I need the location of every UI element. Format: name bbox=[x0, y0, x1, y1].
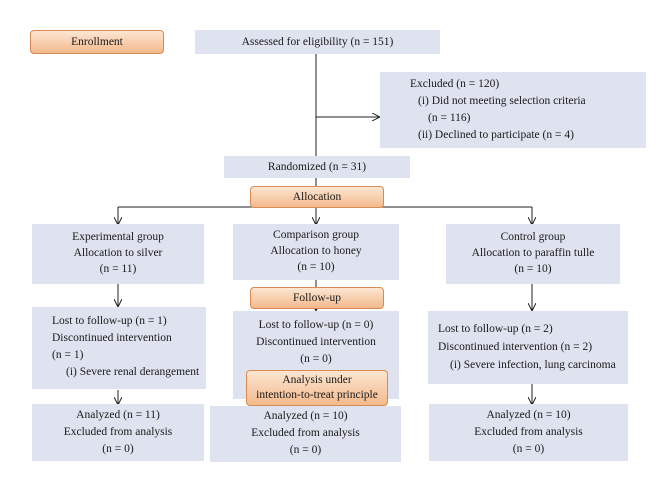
control-discontinued: Discontinued intervention (n = 2) bbox=[438, 341, 593, 353]
analysis-stage-label: Analysis under intention-to-treat princi… bbox=[246, 370, 388, 406]
analysis-text-line-1: Analysis under bbox=[282, 374, 352, 386]
followup-text: Follow-up bbox=[293, 292, 341, 304]
comparison-analyzed: Analyzed (n = 10) bbox=[263, 410, 348, 422]
control-followup-box: Lost to follow-up (n = 2) Discontinued i… bbox=[428, 311, 628, 384]
randomized-text: Randomized (n = 31) bbox=[267, 161, 367, 173]
control-reason: (i) Severe infection, lung carcinoma bbox=[450, 359, 616, 371]
control-excluded-analysis: Excluded from analysis bbox=[474, 426, 583, 438]
comparison-group-box: Comparison group Allocation to honey (n … bbox=[233, 224, 399, 280]
excluded-box: Excluded (n = 120) (i) Did not meeting s… bbox=[380, 72, 646, 148]
experimental-excluded-analysis: Excluded from analysis bbox=[63, 426, 173, 438]
comparison-discontinued: Discontinued intervention bbox=[256, 336, 376, 348]
assessed-text: Assessed for eligibility (n = 151) bbox=[241, 36, 394, 48]
allocation-text: Allocation bbox=[292, 191, 342, 203]
comparison-group-allocation: Allocation to honey bbox=[270, 245, 362, 257]
control-group-allocation: Allocation to paraffin tulle bbox=[471, 247, 595, 259]
control-analyzed: Analyzed (n = 10) bbox=[486, 409, 571, 421]
comparison-group-n: (n = 10) bbox=[297, 261, 335, 273]
comparison-group-title: Comparison group bbox=[273, 229, 359, 241]
experimental-group-allocation: Allocation to silver bbox=[73, 247, 163, 259]
experimental-discontinued-n: (n = 1) bbox=[52, 349, 84, 361]
enrollment-text: Enrollment bbox=[71, 36, 123, 48]
randomized-box: Randomized (n = 31) bbox=[224, 156, 410, 178]
control-group-box: Control group Allocation to paraffin tul… bbox=[446, 224, 620, 284]
excluded-line-1: Excluded (n = 120) bbox=[410, 78, 500, 90]
excluded-line-4: (ii) Declined to participate (n = 4) bbox=[418, 129, 574, 141]
enrollment-stage-label: Enrollment bbox=[30, 30, 164, 54]
experimental-reason: (i) Severe renal derangement bbox=[66, 366, 200, 378]
experimental-group-title: Experimental group bbox=[72, 231, 164, 243]
experimental-excluded-n: (n = 0) bbox=[102, 443, 134, 455]
experimental-analyzed-box: Analyzed (n = 11) Excluded from analysis… bbox=[32, 404, 204, 461]
control-excluded-n: (n = 0) bbox=[512, 443, 545, 455]
experimental-followup-box: Lost to follow-up (n = 1) Discontinued i… bbox=[32, 307, 206, 389]
comparison-analyzed-box: Analyzed (n = 10) Excluded from analysis… bbox=[210, 406, 401, 462]
allocation-stage-label: Allocation bbox=[250, 186, 384, 208]
control-analyzed-box: Analyzed (n = 10) Excluded from analysis… bbox=[429, 404, 628, 461]
excluded-line-3: (n = 116) bbox=[428, 112, 471, 124]
experimental-analyzed: Analyzed (n = 11) bbox=[76, 409, 160, 421]
experimental-discontinued: Discontinued intervention bbox=[52, 332, 172, 344]
assessed-box: Assessed for eligibility (n = 151) bbox=[195, 30, 440, 54]
excluded-line-2: (i) Did not meeting selection criteria bbox=[418, 95, 586, 107]
experimental-group-n: (n = 11) bbox=[99, 263, 137, 275]
followup-stage-label: Follow-up bbox=[250, 287, 384, 309]
comparison-discontinued-n: (n = 0) bbox=[300, 353, 332, 365]
control-group-title: Control group bbox=[500, 231, 566, 243]
experimental-group-box: Experimental group Allocation to silver … bbox=[32, 224, 204, 284]
comparison-lost-followup: Lost to follow-up (n = 0) bbox=[258, 319, 374, 331]
control-lost-followup: Lost to follow-up (n = 2) bbox=[438, 323, 553, 335]
control-group-n: (n = 10) bbox=[514, 263, 552, 275]
comparison-excluded-n: (n = 0) bbox=[289, 444, 322, 456]
comparison-excluded-analysis: Excluded from analysis bbox=[251, 427, 360, 439]
analysis-text-line-2: intention-to-treat principle bbox=[256, 389, 378, 401]
experimental-lost-followup: Lost to follow-up (n = 1) bbox=[52, 315, 167, 327]
